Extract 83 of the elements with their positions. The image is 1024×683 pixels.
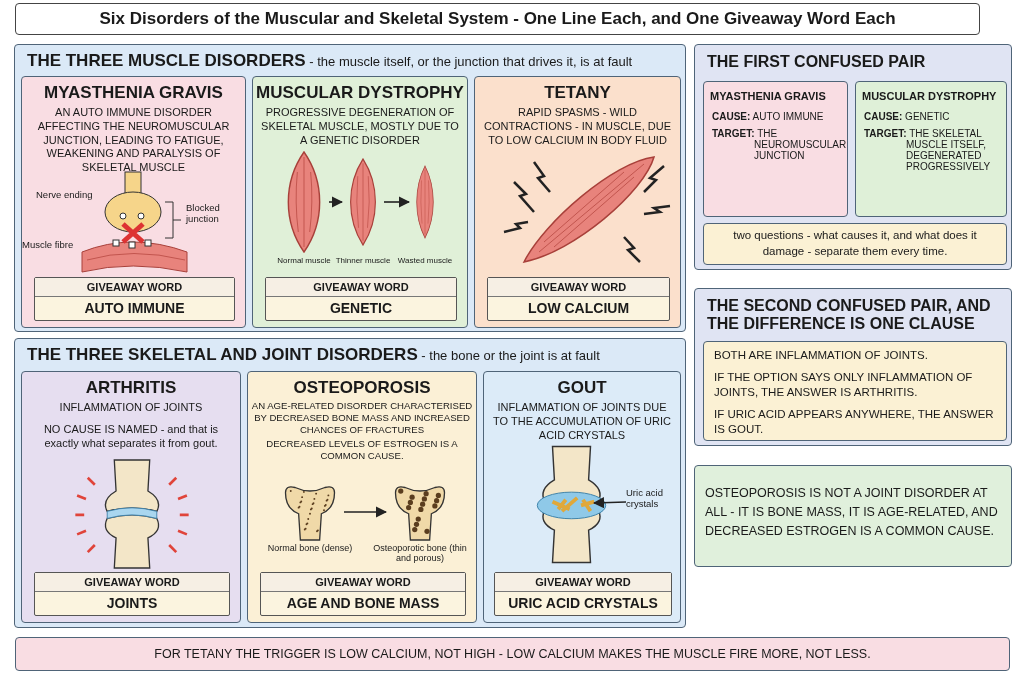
note-box: [694, 465, 1012, 567]
giveaway-label: GIVEAWAY WORD: [266, 278, 456, 297]
title: Six Disorders of the Muscular and Skeletal System - One Line Each, and One Giveaway Word Each: [15, 3, 980, 35]
section-heading: THE THREE MUSCLE DISORDERS - the muscle itself, or the junction that drives it, is at fault: [26, 50, 634, 71]
drawing-caption: Normal muscle: [276, 256, 332, 265]
drawing-caption: Normal bone (dense): [266, 543, 354, 553]
leader-arrow: [592, 497, 627, 509]
giveaway-label: GIVEAWAY WORD: [261, 573, 465, 592]
note-text: two questions - what causes it, and what does it damage - separate them every time.: [732, 228, 978, 259]
arrow: [383, 196, 411, 208]
muscle-drawing: [348, 159, 378, 245]
giveaway-box: [487, 277, 670, 321]
section-heading: THE THREE SKELETAL AND JOINT DISORDERS - the bone or the joint is at fault: [26, 344, 601, 365]
giveaway-word: LOW CALCIUM: [526, 299, 631, 318]
note-box: [703, 223, 1007, 265]
giveaway-box: [260, 572, 466, 616]
arrow: [343, 506, 388, 518]
giveaway-word: URIC ACID CRYSTALS: [507, 594, 659, 613]
drawing-caption: Thinner muscle: [334, 256, 392, 265]
bone-drawing: [392, 484, 448, 540]
card-heading: OSTEOPOROSIS: [292, 377, 432, 398]
card-description: PROGRESSIVE DEGENERATION OF SKELETAL MUSCLE, MOSTLY DUE TO A GENETIC DISORDER: [260, 105, 460, 148]
card-description: DECREASED LEVELS OF ESTROGEN IS A COMMON CAUSE.: [265, 436, 459, 462]
comparison-panel: [694, 44, 1012, 270]
card-description: NO CAUSE IS NAMED - and that is exactly what separates it from gout.: [42, 421, 220, 451]
footer-text: FOR TETANY THE TRIGGER IS LOW CALCIUM, NOT HIGH - LOW CALCIUM MAKES THE MUSCLE FIRE MORE, NOT LESS.: [153, 646, 872, 663]
footer-banner: [15, 637, 1010, 671]
giveaway-word: JOINTS: [105, 594, 159, 613]
note-text: IF THE OPTION SAYS ONLY INFLAMMATION OF JOINTS, THE ANSWER IS ARTHRITIS.: [713, 369, 974, 401]
comparison-line: CAUSE: AUTO IMMUNE: [711, 110, 825, 124]
section-panel: [14, 338, 686, 628]
drawing-caption: Wasted muscle: [396, 256, 454, 265]
giveaway-label: GIVEAWAY WORD: [488, 278, 669, 297]
drawing-caption: Osteoporotic bone (thin and porous): [372, 543, 468, 563]
panel-heading: THE FIRST CONFUSED PAIR: [706, 52, 927, 71]
muscle-drawing: [415, 166, 435, 238]
comparison-panel: [694, 288, 1012, 446]
card-description: RAPID SPASMS - WILD CONTRACTIONS - IN MUSCLE, DUE TO LOW CALCIUM IN BODY FLUID: [483, 105, 672, 148]
card-heading: MUSCULAR DYSTROPHY: [255, 82, 465, 103]
giveaway-label: GIVEAWAY WORD: [35, 278, 234, 297]
comparison-line: TARGET: THE SKELETAL MUSCLE ITSELF, DEGENERATED PROGRESSIVELY: [863, 127, 992, 174]
card-heading: MUSCULAR DYSTROPHY: [861, 89, 998, 104]
giveaway-box: [265, 277, 457, 321]
comparison-card: [855, 81, 1007, 217]
disorder-card: [21, 371, 241, 623]
note-box: [703, 341, 1007, 441]
card-heading: GOUT: [556, 377, 608, 398]
disorder-card: [474, 76, 681, 328]
giveaway-box: [34, 572, 230, 616]
comparison-line: TARGET: THE NEUROMUSCULAR JUNCTION: [711, 127, 847, 163]
card-description: AN AGE-RELATED DISORDER CHARACTERISED BY DECREASED BONE MASS AND INCREASED CHANCES OF FRACTURES: [250, 399, 474, 436]
disorder-card: [483, 371, 681, 623]
part-label: Blocked junction: [186, 203, 221, 225]
card-description: INFLAMMATION OF JOINTS: [58, 400, 204, 415]
callout-label: Uric acid crystals: [626, 488, 680, 516]
giveaway-label: GIVEAWAY WORD: [495, 573, 671, 592]
arrow: [328, 196, 344, 208]
card-description: AN AUTO IMMUNE DISORDER AFFECTING THE NEUROMUSCULAR JUNCTION, LEADING TO FATIGUE, WEAKENING AND PARALYSIS OF SKELETAL MUSCLE: [36, 105, 231, 175]
giveaway-label: GIVEAWAY WORD: [35, 573, 229, 592]
comparison-card: [703, 81, 848, 217]
card-description: INFLAMMATION OF JOINTS DUE TO THE ACCUMULATION OF URIC ACID CRYSTALS: [492, 400, 672, 443]
disorder-card: [252, 76, 468, 328]
giveaway-box: [494, 572, 672, 616]
panel-heading: THE SECOND CONFUSED PAIR, AND THE DIFFERENCE IS ONE CLAUSE: [706, 296, 992, 333]
disorder-card: [21, 76, 246, 328]
giveaway-word: AUTO IMMUNE: [83, 299, 186, 318]
note-text: BOTH ARE INFLAMMATION OF JOINTS.: [713, 348, 929, 363]
card-heading: MYASTHENIA GRAVIS: [43, 82, 224, 103]
card-heading: ARTHRITIS: [84, 377, 178, 398]
section-panel: [14, 44, 686, 332]
muscle-drawing: [285, 152, 323, 252]
card-heading: MYASTHENIA GRAVIS: [709, 89, 827, 104]
part-label: Nerve ending: [36, 190, 94, 201]
card-heading: TETANY: [543, 82, 612, 103]
giveaway-box: [34, 277, 235, 321]
giveaway-word: AGE AND BONE MASS: [285, 594, 441, 613]
bone-drawing: [282, 484, 338, 540]
comparison-line: CAUSE: GENETIC: [863, 110, 951, 124]
note-text: OSTEOPOROSIS IS NOT A JOINT DISORDER AT ALL - IT IS BONE MASS, IT IS AGE-RELATED, AND DECREASED ESTROGEN IS A COMMON CAUSE.: [704, 485, 999, 540]
disorder-card: [247, 371, 477, 623]
giveaway-word: GENETIC: [328, 299, 394, 318]
part-label: Muscle fibre: [22, 240, 75, 251]
note-text: IF URIC ACID APPEARS ANYWHERE, THE ANSWER IS GOUT.: [713, 406, 995, 438]
